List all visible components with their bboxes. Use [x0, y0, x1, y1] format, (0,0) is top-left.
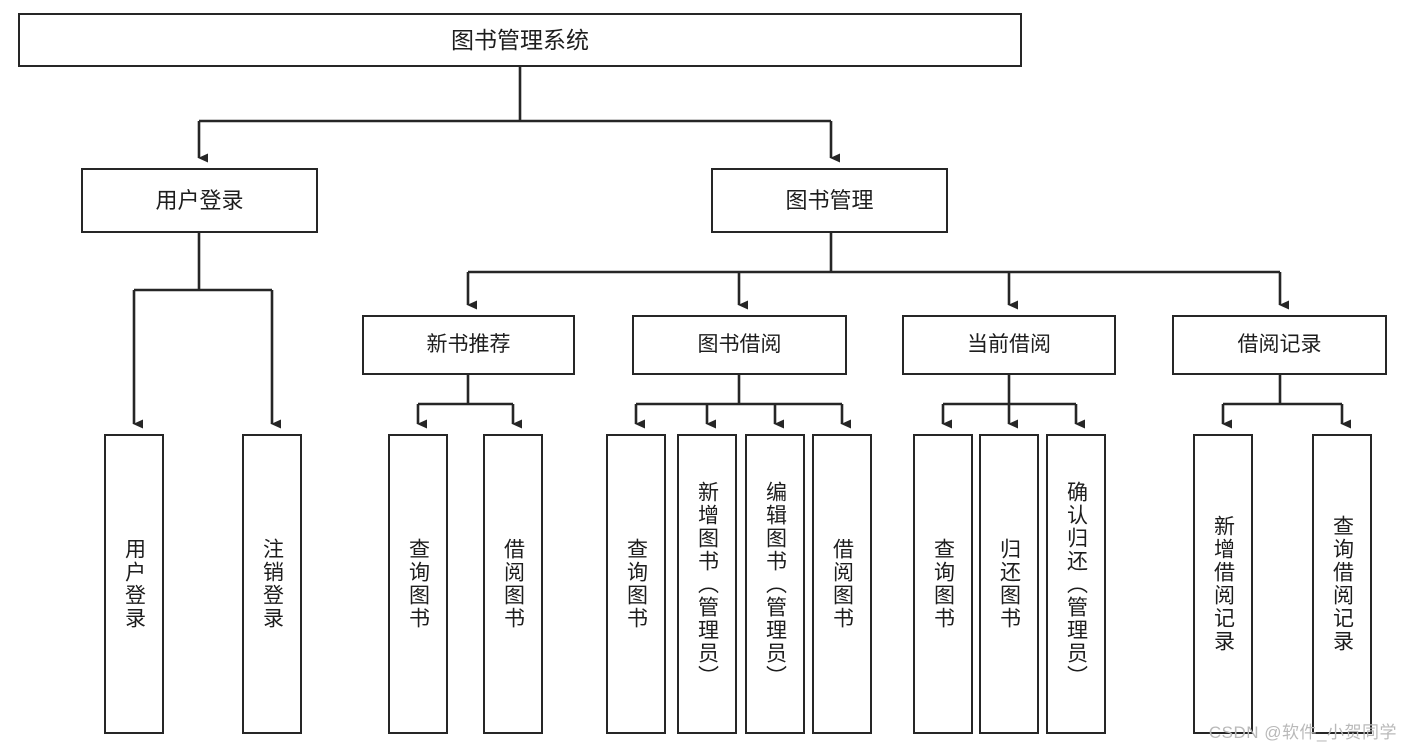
leaf-label: 编辑图书（管理员）: [763, 480, 787, 688]
leaf-label: 注销登录: [260, 538, 284, 630]
node-label: 图书管理: [785, 187, 874, 213]
leaf-edit-book-admin[interactable]: 编辑图书（管理员）: [745, 434, 805, 734]
node-book-management[interactable]: 图书管理: [711, 168, 948, 233]
node-label: 借阅记录: [1237, 332, 1322, 356]
node-label: 图书借阅: [697, 332, 782, 356]
node-current-borrow[interactable]: 当前借阅: [902, 315, 1116, 375]
node-borrow-records[interactable]: 借阅记录: [1172, 315, 1387, 375]
node-root-system[interactable]: 图书管理系统: [18, 13, 1022, 67]
node-label: 当前借阅: [967, 332, 1051, 356]
leaf-query-books-recommend[interactable]: 查询图书: [388, 434, 448, 734]
leaf-confirm-return-admin[interactable]: 确认归还（管理员）: [1046, 434, 1106, 734]
leaf-borrow-books[interactable]: 借阅图书: [812, 434, 872, 734]
leaf-label: 借阅图书: [501, 538, 525, 630]
leaf-user-login[interactable]: 用户登录: [104, 434, 164, 734]
leaf-label: 新增图书（管理员）: [695, 480, 719, 688]
leaf-query-books-current[interactable]: 查询图书: [913, 434, 973, 734]
leaf-query-books-borrow[interactable]: 查询图书: [606, 434, 666, 734]
leaf-add-borrow-record[interactable]: 新增借阅记录: [1193, 434, 1253, 734]
node-label: 图书管理系统: [451, 26, 589, 53]
leaf-query-borrow-record[interactable]: 查询借阅记录: [1312, 434, 1372, 734]
leaf-borrow-books-recommend[interactable]: 借阅图书: [483, 434, 543, 734]
leaf-label: 查询图书: [406, 538, 430, 630]
node-label: 新书推荐: [426, 332, 511, 356]
leaf-label: 确认归还（管理员）: [1064, 480, 1088, 688]
node-user-login[interactable]: 用户登录: [81, 168, 318, 233]
leaf-label: 查询借阅记录: [1330, 515, 1354, 653]
leaf-label: 新增借阅记录: [1211, 515, 1235, 653]
watermark: CSDN @软件_小贺同学: [1208, 723, 1397, 742]
leaf-user-logout[interactable]: 注销登录: [242, 434, 302, 734]
leaf-label: 归还图书: [997, 538, 1021, 630]
leaf-label: 借阅图书: [830, 538, 854, 630]
leaf-label: 用户登录: [122, 538, 146, 630]
node-book-borrow[interactable]: 图书借阅: [632, 315, 847, 375]
leaf-label: 查询图书: [624, 538, 648, 630]
leaf-add-book-admin[interactable]: 新增图书（管理员）: [677, 434, 737, 734]
node-label: 用户登录: [155, 187, 244, 213]
node-new-book-recommend[interactable]: 新书推荐: [362, 315, 575, 375]
leaf-return-books[interactable]: 归还图书: [979, 434, 1039, 734]
leaf-label: 查询图书: [931, 538, 955, 630]
